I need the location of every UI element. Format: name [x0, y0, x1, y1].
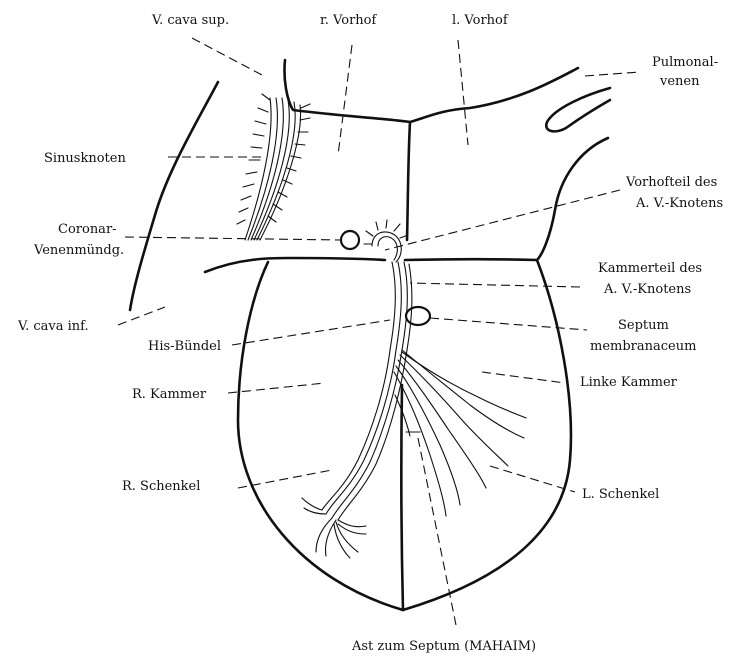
septum-membranaceum-oval — [406, 307, 430, 325]
label-sinusknoten: Sinusknoten — [44, 151, 126, 166]
label-pulmonal-2: venen — [659, 74, 700, 89]
label-septum-1: Septum — [618, 318, 669, 333]
label-pulmonal-1: Pulmonal- — [652, 55, 718, 70]
label-vorhofteil-2: A. V.-Knotens — [635, 196, 723, 211]
label-v-cava-inf: V. cava inf. — [17, 319, 89, 334]
label-r-schenkel: R. Schenkel — [122, 479, 200, 494]
sinus-node — [237, 94, 310, 240]
conduction-bundle — [302, 220, 526, 558]
label-coronar-2: Venenmündg. — [33, 243, 124, 258]
label-r-kammer: R. Kammer — [132, 387, 207, 402]
label-vorhofteil-1: Vorhofteil des — [625, 175, 717, 190]
labels: V. cava sup. r. Vorhof l. Vorhof Pulmona… — [17, 13, 723, 654]
label-r-vorhof: r. Vorhof — [320, 13, 377, 28]
label-kammerteil-2: A. V.-Knotens — [603, 282, 691, 297]
label-l-vorhof: l. Vorhof — [452, 13, 509, 28]
heart-outline — [130, 60, 610, 610]
coronary-sinus-opening — [341, 231, 359, 249]
label-linke-kammer: Linke Kammer — [580, 375, 678, 390]
label-his-buendel: His-Bündel — [148, 339, 221, 354]
label-septum-2: membranaceum — [590, 339, 696, 354]
leader-lines — [118, 38, 640, 625]
label-coronar-1: Coronar- — [58, 222, 117, 237]
label-v-cava-sup: V. cava sup. — [151, 13, 229, 28]
label-l-schenkel: L. Schenkel — [582, 487, 659, 502]
label-kammerteil-1: Kammerteil des — [598, 261, 702, 276]
label-ast-zum-septum: Ast zum Septum (MAHAIM) — [351, 639, 536, 654]
